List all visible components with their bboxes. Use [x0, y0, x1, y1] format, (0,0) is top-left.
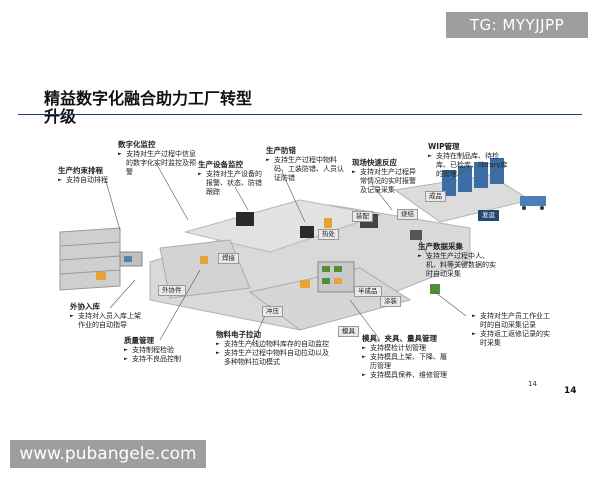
callout-bullet: 支持不良品控制	[124, 355, 194, 364]
slide-title: 精益数字化融合助力工厂转型升级	[44, 89, 253, 126]
callout-title: 生产设备监控	[198, 160, 243, 169]
callout-equipment-monitor: 生产设备监控 支持对生产设备的报警、状态、防错跟踪	[198, 160, 268, 197]
zone-semi-finished: 半成品	[354, 286, 382, 297]
title-rule	[18, 114, 582, 115]
callout-title: 物料电子拉动	[216, 330, 261, 339]
callout-production-schedule: 生产约束排程 支持自动排程	[58, 166, 130, 185]
page-number-small: 14	[528, 380, 537, 388]
callout-bullet: 支持对生产过程中信息的数字化实时监控及预警	[118, 150, 198, 177]
callout-bullet: 支持模检计划管理	[362, 344, 452, 353]
zone-painting: 涂装	[380, 296, 401, 307]
zone-outsource: 外协件	[158, 285, 186, 296]
callout-title: 生产防错	[266, 146, 296, 155]
callout-title: WIP管理	[428, 142, 460, 151]
zone-welding: 焊接	[218, 253, 239, 264]
callout-bullet: 支持模具上架、下降、履历管理	[362, 353, 452, 371]
callout-error-proof: 生产防错 支持生产过程中物料码、工装防错、人员认证防错	[266, 146, 348, 183]
callout-title: 生产数据采集	[418, 242, 463, 251]
zone-assembly: 装配	[352, 211, 373, 222]
callout-material-pull: 物料电子拉动 支持生产线边物料库存的自动监控 支持生产过程中物料自动拉动以及多种…	[216, 330, 334, 367]
callout-bullet: 支持在制品库、待检库、已检库、library库的管理	[428, 152, 508, 179]
callout-bullet: 支持对生产员工作业工时的自动采集记录	[472, 312, 552, 330]
callout-bullet: 支持生产过程中物料自动拉动以及多种物料拉动模式	[216, 349, 334, 367]
callout-title: 现场快速反应	[352, 158, 397, 167]
callout-labor: 支持对生产员工作业工时的自动采集记录 支持返工返修记录的实时采集	[472, 312, 552, 348]
zone-anneal: 烧结	[397, 209, 418, 220]
callout-quality: 质量管理 支持制程检验 支持不良品控制	[124, 336, 194, 364]
callout-digital-monitor: 数字化监控 支持对生产过程中信息的数字化实时监控及预警	[118, 140, 198, 177]
inbound-warehouse	[59, 227, 143, 291]
zone-finished: 成品	[425, 191, 446, 202]
callout-on-site-response: 现场快速反应 支持对生产过程异常情况的实时报警及记录采集	[352, 158, 422, 195]
callout-bullet: 支持生产过程中人、机、料等关键数据的实时自动采集	[418, 252, 496, 279]
callout-title: 模具、夹具、量具管理	[362, 334, 437, 343]
callout-bullet: 支持生产过程中物料码、工装防错、人员认证防错	[266, 156, 348, 183]
callout-title: 数字化监控	[118, 140, 156, 149]
watermark-bottom: www.pubangele.com	[10, 440, 206, 468]
callout-title: 质量管理	[124, 336, 154, 345]
zone-fixture: 模具	[338, 326, 359, 337]
callout-bullet: 支持模具保养、维修管理	[362, 371, 452, 380]
callout-data-collection: 生产数据采集 支持生产过程中人、机、料等关键数据的实时自动采集	[418, 242, 496, 279]
callout-bullet: 支持制程检验	[124, 346, 194, 355]
zone-hot-section: 热处	[318, 229, 339, 240]
callout-bullet: 支持对生产设备的报警、状态、防错跟踪	[198, 170, 268, 197]
callout-bullet: 支持返工返修记录的实时采集	[472, 330, 552, 348]
page-number: 14	[564, 386, 577, 396]
callout-bullet: 支持自动排程	[58, 176, 130, 185]
callout-bullet: 支持对生产过程异常情况的实时报警及记录采集	[352, 168, 422, 195]
zone-stamping: 冲压	[262, 306, 283, 317]
robots	[200, 212, 440, 294]
callout-bullet: 支持生产线边物料库存的自动监控	[216, 340, 334, 349]
semi-finished-shelf	[317, 261, 355, 293]
callout-bullet: 支持对入员入库上架作业的自动指导	[70, 312, 146, 330]
callout-inbound: 外协入库 支持对入员入库上架作业的自动指导	[70, 302, 146, 330]
zone-delivery: 发运	[478, 210, 499, 221]
watermark-top: TG: MYYJJPP	[446, 12, 588, 38]
callout-title: 外协入库	[70, 302, 100, 311]
callout-title: 生产约束排程	[58, 166, 103, 175]
floor-slab-upper	[184, 199, 382, 253]
callout-wip-management: WIP管理 支持在制品库、待检库、已检库、library库的管理	[428, 142, 508, 179]
callout-tooling: 模具、夹具、量具管理 支持模检计划管理 支持模具上架、下降、履历管理 支持模具保…	[362, 334, 452, 380]
